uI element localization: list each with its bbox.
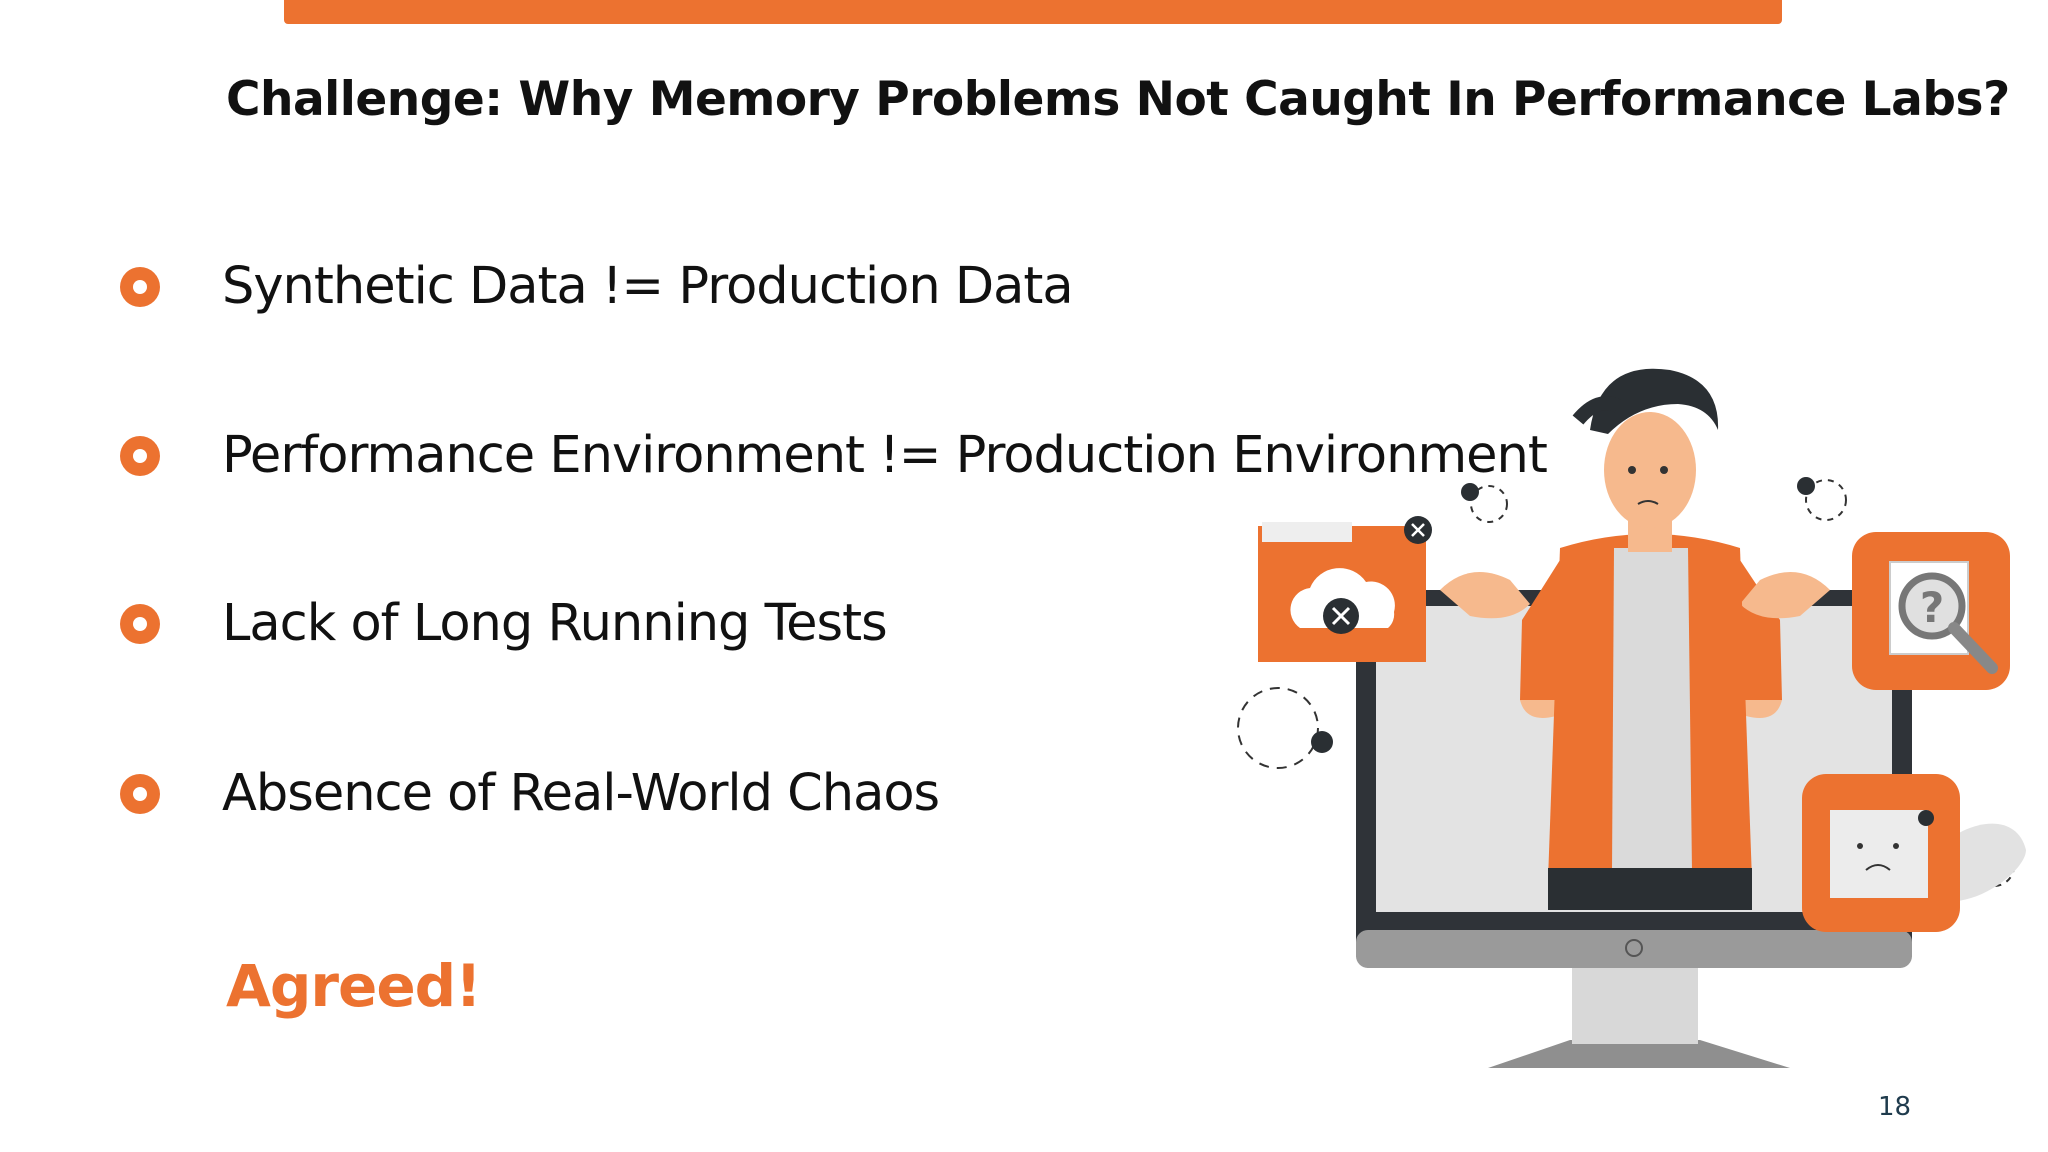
person-figure [1440,368,1830,910]
bullet-text: Absence of Real-World Chaos [222,764,940,823]
bullet-item: Absence of Real-World Chaos [120,764,1520,854]
bullet-text: Performance Environment != Production En… [222,426,1548,485]
bullet-circle-icon [120,604,160,644]
cloud-folder-error-icon [1258,516,1432,662]
bullet-circle-icon [120,436,160,476]
bullet-item: Performance Environment != Production En… [120,426,1548,516]
bullet-circle-icon [120,267,160,307]
slide-title: Challenge: Why Memory Problems Not Caugh… [226,72,2010,127]
conclusion-text: Agreed! [226,952,482,1020]
bullet-item: Lack of Long Running Tests [120,594,1520,684]
bullet-text: Synthetic Data != Production Data [222,257,1074,316]
svg-text:?: ? [1920,583,1944,632]
question-magnifier-icon: ? [1852,532,2010,690]
confused-person-illustration: ? [1237,368,2026,1068]
page-number: 18 [1878,1092,1912,1122]
bullet-item: Synthetic Data != Production Data [120,257,1520,347]
top-accent-bar [284,0,1782,24]
sad-document-icon [1802,774,2026,932]
bullet-text: Lack of Long Running Tests [222,594,888,653]
bullet-circle-icon [120,774,160,814]
